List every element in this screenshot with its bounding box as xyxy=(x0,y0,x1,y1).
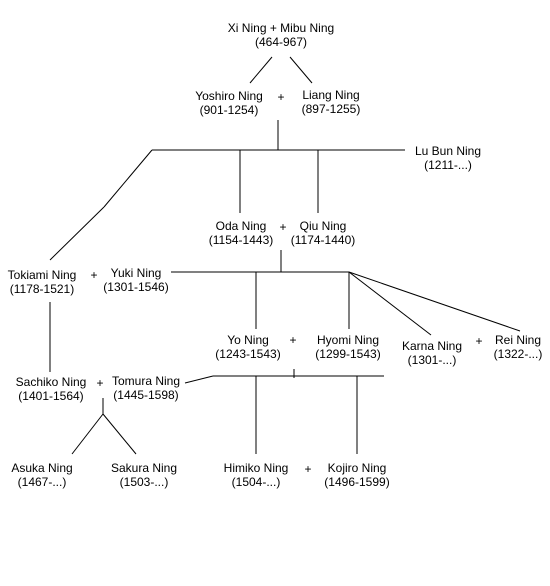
person-yo: Yo Ning (1243-1543) xyxy=(215,333,280,361)
person-dates: (1178-1521) xyxy=(9,282,75,296)
union-plus: + xyxy=(277,90,285,104)
person-sakura: Sakura Ning (1503-...) xyxy=(111,461,177,489)
line-gen3-to-karna xyxy=(348,271,432,336)
person-dates: (897-1255) xyxy=(301,102,361,116)
person-name: Rei Ning xyxy=(494,333,542,347)
union-plus: + xyxy=(96,376,104,390)
line-xi-to-liang xyxy=(289,56,313,84)
person-dates: (1445-1598) xyxy=(113,388,179,402)
person-dates: (1243-1543) xyxy=(215,347,281,361)
person-name: Sachiko Ning xyxy=(15,375,87,389)
person-dates: (901-1254) xyxy=(199,103,259,117)
person-dates: (1174-1440) xyxy=(290,233,356,247)
person-tokiami: Tokiami Ning (1178-1521) xyxy=(8,268,77,296)
person-sachiko: Sachiko Ning (1401-1564) xyxy=(16,375,87,403)
line-gen4-to-tomura xyxy=(184,375,214,384)
union-plus: + xyxy=(289,333,297,347)
person-name: Yoshiro Ning xyxy=(195,89,263,103)
person-name: Karna Ning xyxy=(401,339,463,353)
person-kojiro: Kojiro Ning (1496-1599) xyxy=(324,461,389,489)
person-dates: (1504-...) xyxy=(231,475,281,489)
person-name: Lu Bun Ning xyxy=(414,144,482,158)
line-to-asuka xyxy=(71,413,104,455)
person-xi-mibu: Xi Ning + Mibu Ning (464-967) xyxy=(228,21,334,49)
person-name: Himiko Ning xyxy=(223,461,289,475)
person-hyomi: Hyomi Ning (1299-1543) xyxy=(315,333,380,361)
union-plus: + xyxy=(304,462,312,476)
person-dates: (1299-1543) xyxy=(315,347,381,361)
person-yoshiro: Yoshiro Ning (901-1254) xyxy=(195,89,263,117)
person-himiko: Himiko Ning (1504-...) xyxy=(224,461,289,489)
person-dates: (1496-1599) xyxy=(324,475,390,489)
person-dates: (1322-...) xyxy=(493,347,543,361)
person-name: Xi Ning + Mibu Ning xyxy=(227,21,335,35)
person-dates: (1301-1546) xyxy=(103,280,169,294)
person-dates: (1401-1564) xyxy=(18,389,84,403)
person-name: Liang Ning xyxy=(302,88,360,102)
person-dates: (1211-...) xyxy=(424,158,472,172)
person-name: Hyomi Ning xyxy=(316,333,380,347)
person-name: Oda Ning xyxy=(215,219,267,233)
line-xi-to-yoshiro xyxy=(249,56,273,84)
person-name: Tomura Ning xyxy=(111,374,181,388)
person-name: Yo Ning xyxy=(227,333,269,347)
person-asuka: Asuka Ning (1467-...) xyxy=(11,461,72,489)
union-plus: + xyxy=(279,220,287,234)
line-gen2-to-tokiami-b xyxy=(49,206,105,261)
person-qiu: Qiu Ning (1174-1440) xyxy=(291,219,356,247)
person-tomura: Tomura Ning (1445-1598) xyxy=(112,374,180,402)
person-dates: (1301-...) xyxy=(407,353,457,367)
person-yuki: Yuki Ning (1301-1546) xyxy=(103,266,168,294)
line-gen3-to-rei xyxy=(348,271,521,332)
line-to-sakura xyxy=(102,413,137,455)
person-lu-bun: Lu Bun Ning (1211-...) xyxy=(415,144,481,172)
person-name: Kojiro Ning xyxy=(327,461,387,475)
person-name: Asuka Ning xyxy=(11,461,73,475)
person-dates: (464-967) xyxy=(254,35,308,49)
person-karna: Karna Ning (1301-...) xyxy=(402,339,462,367)
person-dates: (1467-...) xyxy=(17,475,67,489)
person-rei: Rei Ning (1322-...) xyxy=(494,333,543,361)
person-name: Tokiami Ning xyxy=(7,268,77,282)
union-plus: + xyxy=(90,268,98,282)
person-oda: Oda Ning (1154-1443) xyxy=(209,219,274,247)
union-plus: + xyxy=(475,334,483,348)
person-name: Sakura Ning xyxy=(110,461,178,475)
person-liang: Liang Ning (897-1255) xyxy=(302,88,361,116)
line-gen2-to-tokiami-a xyxy=(103,149,153,208)
person-dates: (1154-1443) xyxy=(208,233,274,247)
person-name: Yuki Ning xyxy=(110,266,162,280)
person-name: Qiu Ning xyxy=(299,219,347,233)
person-dates: (1503-...) xyxy=(119,475,169,489)
